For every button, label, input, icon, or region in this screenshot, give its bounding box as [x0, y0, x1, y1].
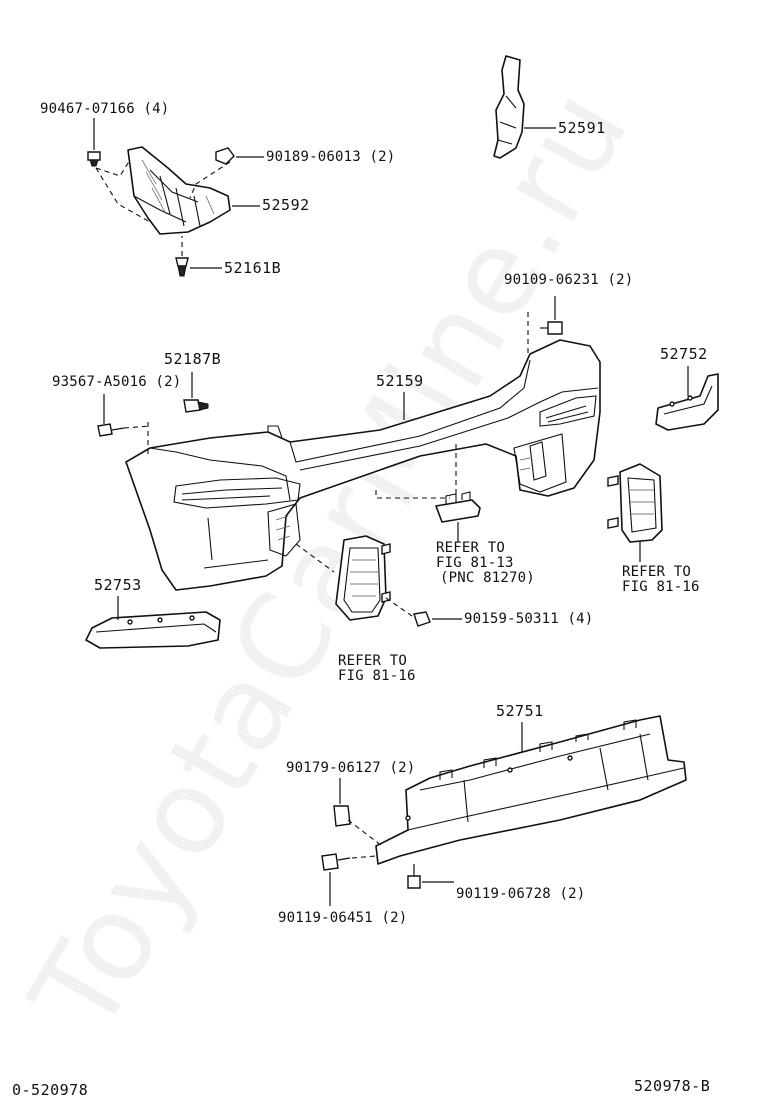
reflector-center — [295, 535, 413, 621]
label-90467-07166: 90467-07166 (4) — [40, 101, 170, 117]
label-90109-06231: 90109-06231 (2) — [504, 272, 634, 288]
bumper-cover-52159 — [125, 339, 601, 591]
screw-90159 — [413, 611, 462, 627]
fastener-90467 — [87, 118, 101, 167]
footer-right-code: 520978-B — [634, 1077, 711, 1095]
label-52591: 52591 — [558, 119, 606, 137]
label-93567-a5016: 93567-A5016 (2) — [52, 374, 182, 390]
reflector-right — [607, 463, 663, 562]
footer-left-code: 0-520978 — [12, 1081, 89, 1099]
bracket-52591 — [493, 55, 556, 159]
label-52161b: 52161B — [224, 259, 282, 277]
lamp-81-13 — [375, 444, 481, 542]
label-refer-81-13-line1: REFER TO — [436, 540, 506, 556]
fastener-90189 — [215, 147, 264, 165]
retainer-52753 — [85, 596, 221, 649]
label-refer-81-16-center-line1: REFER TO — [338, 653, 408, 669]
label-90119-06728: 90119-06728 (2) — [456, 886, 586, 902]
label-52753: 52753 — [94, 576, 142, 594]
bracket-52592 — [127, 146, 231, 235]
retainer-52752 — [655, 366, 719, 431]
label-90189-06013: 90189-06013 (2) — [266, 149, 396, 165]
label-refer-81-16-right-line2: FIG 81-16 — [622, 579, 700, 595]
screw-93567 — [97, 394, 125, 437]
clip-52161b — [175, 257, 222, 277]
label-52187b: 52187B — [164, 350, 222, 368]
label-90179-06127: 90179-06127 (2) — [286, 760, 416, 776]
label-52752: 52752 — [660, 345, 708, 363]
label-52159: 52159 — [376, 372, 424, 390]
label-52751: 52751 — [496, 702, 544, 720]
nut-90179 — [333, 778, 383, 847]
label-90119-06451: 90119-06451 (2) — [278, 910, 408, 926]
clip-52187b — [183, 372, 209, 413]
bolt-90119-728 — [407, 864, 454, 889]
label-90159-50311: 90159-50311 (4) — [464, 611, 594, 627]
lower-bumper-52751 — [375, 715, 687, 865]
label-52592: 52592 — [262, 196, 310, 214]
bolt-90119-451 — [321, 853, 377, 906]
label-refer-81-16-center-line2: FIG 81-16 — [338, 668, 416, 684]
label-refer-81-13-line2: FIG 81-13 — [436, 555, 514, 571]
label-refer-81-13-line3: (PNC 81270) — [440, 570, 535, 586]
label-refer-81-16-right-line1: REFER TO — [622, 564, 692, 580]
